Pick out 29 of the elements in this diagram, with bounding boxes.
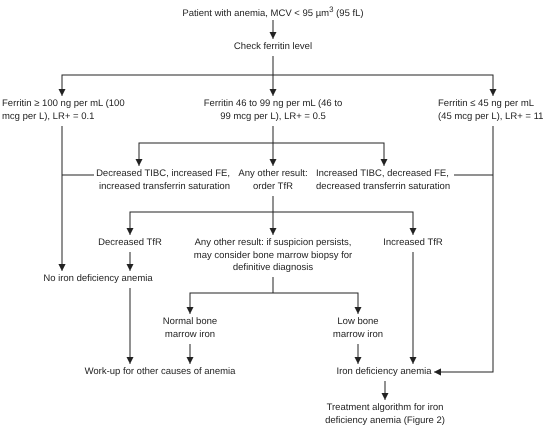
arrow: [272, 56, 496, 96]
step-text: Increased TIBC, decreased FE, decreased transferrin saturation: [316, 168, 452, 193]
step-text: Any other result: if suspicion persists, may consider bone marrow biopsy for definitive diagnosis: [192, 237, 354, 274]
step-text: Any other result: order TfR: [237, 168, 309, 193]
step-text: Iron deficiency anemia: [336, 366, 432, 378]
step-text: Increased TfR: [382, 237, 444, 250]
arrow: [186, 344, 194, 364]
step-text: Decreased TIBC, increased FE, increased transferrin saturation: [96, 168, 230, 193]
step-text: Patient with anemia, MCV < 95 µm$^{3}$ (95 fL): [181, 4, 365, 21]
step-text: Ferritin ≥ 100 ng per mL (100 mcg per L), LR+ = 0.1: [2, 98, 126, 123]
arrow: [58, 126, 66, 272]
step-text: Low bone marrow iron: [332, 316, 384, 341]
arrow: [354, 344, 362, 364]
step-text: Ferritin 46 to 99 ng per mL (46 to 99 mcg per L), LR+ = 0.5: [202, 98, 344, 123]
arrow: [126, 252, 134, 272]
step-text: Normal bone marrow iron: [162, 316, 218, 341]
step-text: Work-up for other causes of anemia: [84, 366, 236, 378]
arrow: [382, 380, 388, 400]
step-text: Ferritin ≤ 45 ng per mL (45 mcg per L), LR+ = 11: [438, 98, 544, 123]
arrow: [126, 288, 134, 364]
arrow: [270, 20, 276, 40]
arrow: [434, 126, 494, 376]
step-text: Decreased TfR: [97, 237, 163, 250]
step-text: Treatment algorithm for iron deficiency anemia (Figure 2): [324, 402, 446, 427]
arrow: [272, 276, 362, 314]
arrow: [272, 196, 416, 236]
step-text: Check ferritin level: [232, 41, 314, 54]
arrow: [410, 252, 416, 364]
step-text: No iron deficiency anemia: [42, 273, 154, 286]
